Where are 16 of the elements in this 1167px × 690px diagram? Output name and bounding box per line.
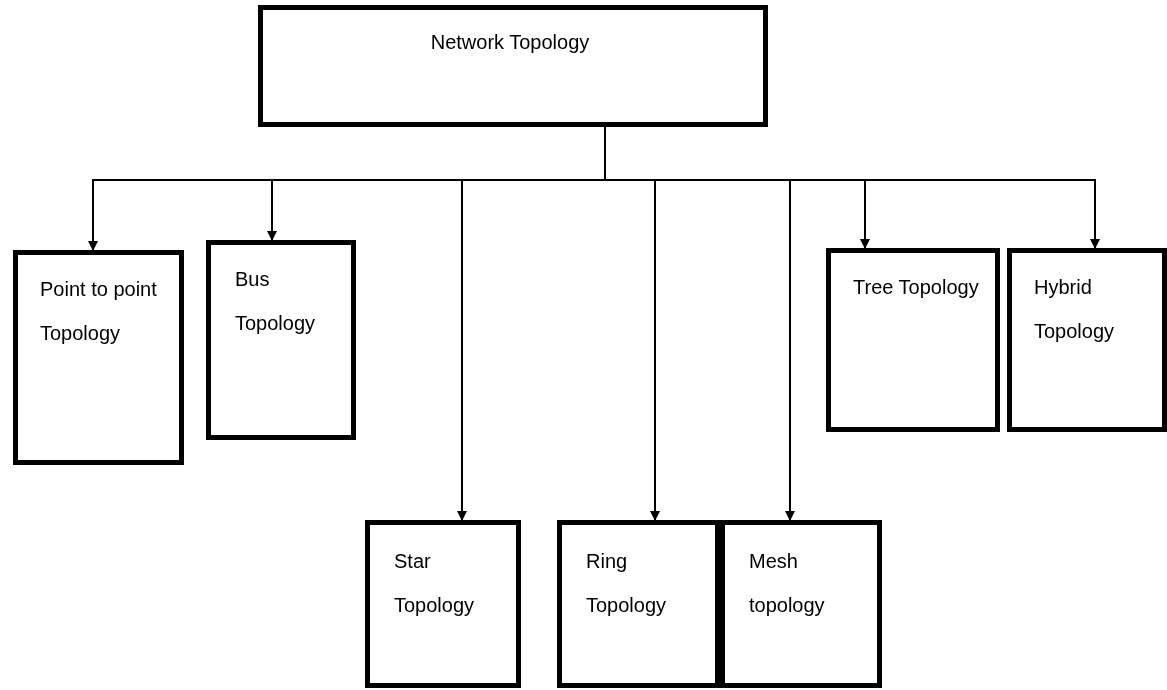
box-label: Hybrid Topology xyxy=(1034,275,1116,344)
box-label: Tree Topology xyxy=(853,275,980,300)
box-label: Mesh topology xyxy=(749,549,826,618)
box-label: Network Topology xyxy=(430,30,590,55)
box-label: Bus Topology xyxy=(235,267,317,336)
box-label: Ring Topology xyxy=(586,549,668,618)
topology-box xyxy=(826,248,1000,432)
topology-box xyxy=(206,240,356,440)
topology-box xyxy=(13,250,184,465)
box-label: Point to point Topology xyxy=(40,277,158,346)
topology-box xyxy=(365,520,521,688)
topology-box xyxy=(1007,248,1167,432)
topology-box xyxy=(557,520,720,688)
box-label: Star Topology xyxy=(394,549,476,618)
topology-box xyxy=(258,5,768,127)
topology-box xyxy=(720,520,882,688)
